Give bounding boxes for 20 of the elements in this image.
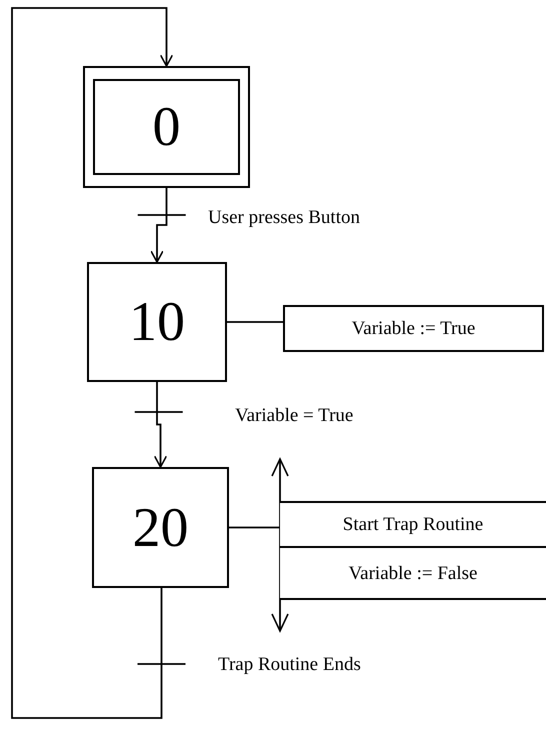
action-box [280,501,546,548]
initial-step-box [83,66,250,188]
arrow [150,188,168,263]
step-number: 10 [129,294,185,350]
action-box [280,548,546,600]
arrow [154,382,168,468]
transition-condition: Trap Routine Ends [218,653,361,677]
action-text: Variable := False [348,564,478,582]
action-text: Start Trap Routine [342,515,484,534]
action-box [283,305,544,352]
connector-line [227,321,283,323]
step-number: 20 [132,500,188,556]
transition-condition: User presses Button [208,206,360,230]
step-box [87,262,227,382]
transition-condition: Variable = True [235,404,354,428]
step-number: 0 [152,99,180,155]
arrow [11,7,174,719]
connector-line [229,526,280,528]
step-box [92,467,229,588]
action-text: Variable := True [352,319,476,338]
